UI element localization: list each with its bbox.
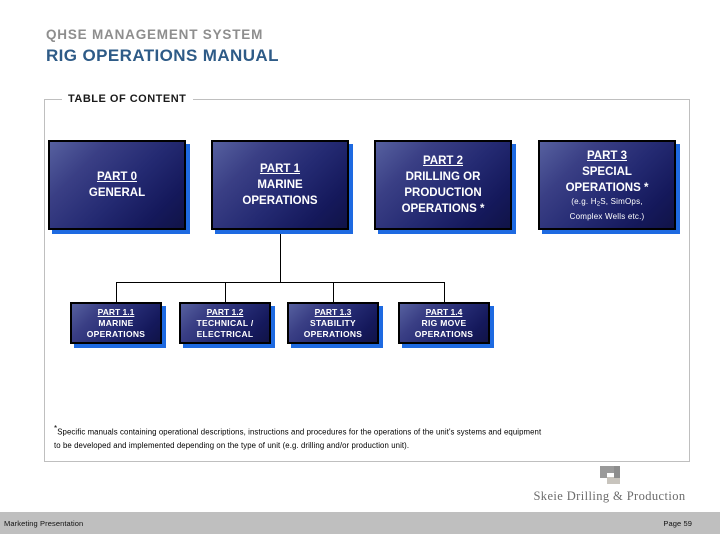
toc-node-part1[interactable]: PART 1 MARINE OPERATIONS: [211, 140, 349, 230]
toc-node-part1-2[interactable]: PART 1.2 TECHNICAL / ELECTRICAL: [179, 302, 271, 344]
footnote-marker: *: [54, 424, 58, 433]
toc-node-part1-line2: OPERATIONS: [242, 195, 318, 207]
toc-node-part1-title: PART 1: [259, 163, 301, 175]
footer-bar: Marketing Presentation Page 59: [0, 512, 720, 534]
toc-node-part1-3-line2: OPERATIONS: [303, 328, 363, 339]
toc-node-part1-1-line1: MARINE: [98, 317, 134, 328]
toc-node-part3-note-sub: 2: [596, 201, 601, 208]
toc-node-part0[interactable]: PART 0 GENERAL: [48, 140, 186, 230]
footer-label-left: Marketing Presentation: [4, 518, 84, 528]
connector-drop-part11: [116, 282, 117, 302]
toc-node-part1-2-line1: TECHNICAL /: [196, 317, 254, 328]
toc-node-part1-4-title: PART 1.4: [425, 306, 463, 317]
toc-node-part3-note-a: (e.g. H: [571, 197, 597, 207]
toc-node-part2-line3: OPERATIONS *: [401, 203, 485, 215]
brand-name: Skeie Drilling & Production: [533, 489, 686, 503]
toc-node-part1-3[interactable]: PART 1.3 STABILITY OPERATIONS: [287, 302, 379, 344]
footnote-line-2: to be developed and implemented dependin…: [54, 440, 410, 450]
toc-node-part2-line1: DRILLING OR: [405, 171, 481, 183]
connector-drop-part13: [333, 282, 334, 302]
connector-drop-part12: [225, 282, 226, 302]
header-block: QHSE MANAGEMENT SYSTEM RIG OPERATIONS MA…: [46, 26, 279, 67]
toc-node-part1-line1: MARINE: [257, 179, 303, 191]
toc-node-part1-3-title: PART 1.3: [314, 306, 352, 317]
footer-page-number: Page 59: [663, 518, 692, 528]
brand-block: Skeie Drilling & Production: [522, 466, 697, 504]
toc-node-part3-note-line2: Complex Wells etc.): [569, 211, 645, 221]
toc-node-part0-line1: GENERAL: [88, 187, 146, 199]
connector-part1-down: [280, 230, 281, 282]
logo-bar-right: [613, 466, 620, 478]
logo-bar-top: [599, 466, 620, 473]
system-title: QHSE MANAGEMENT SYSTEM: [46, 27, 264, 42]
toc-node-part2-line2: PRODUCTION: [404, 187, 482, 199]
toc-node-part1-4[interactable]: PART 1.4 RIG MOVE OPERATIONS: [398, 302, 490, 344]
toc-node-part1-3-line1: STABILITY: [310, 317, 356, 328]
toc-node-part3[interactable]: PART 3 SPECIAL OPERATIONS * (e.g. H2S, S…: [538, 140, 676, 230]
toc-node-part1-4-line2: OPERATIONS: [414, 328, 474, 339]
toc-node-part1-2-title: PART 1.2: [206, 306, 244, 317]
page-title: RIG OPERATIONS MANUAL: [46, 46, 279, 65]
toc-node-part1-1[interactable]: PART 1.1 MARINE OPERATIONS: [70, 302, 162, 344]
toc-node-part1-2-line2: ELECTRICAL: [196, 328, 254, 339]
logo-bar-left: [599, 473, 607, 478]
toc-node-part3-line2: OPERATIONS *: [565, 182, 649, 195]
toc-node-part2-title: PART 2: [422, 155, 464, 167]
connector-horizontal-bus: [116, 282, 445, 283]
logo-bar-bottom: [606, 477, 620, 484]
toc-node-part2[interactable]: PART 2 DRILLING OR PRODUCTION OPERATIONS…: [374, 140, 512, 230]
toc-node-part0-title: PART 0: [96, 171, 138, 183]
skeie-logo-icon: [597, 466, 623, 488]
toc-node-part3-note-line1: (e.g. H2S, SimOps,: [571, 196, 642, 210]
toc-node-part3-title: PART 3: [586, 150, 628, 163]
footnote: *Specific manuals containing operational…: [54, 422, 679, 452]
toc-node-part3-line1: SPECIAL: [582, 166, 632, 179]
connector-drop-part14: [444, 282, 445, 302]
footnote-text-1: Specific manuals containing operational …: [57, 427, 542, 437]
toc-node-part1-1-title: PART 1.1: [97, 306, 135, 317]
toc-node-part3-note-b: S, SimOps,: [600, 197, 643, 207]
footnote-line-1: *Specific manuals containing operational…: [54, 422, 679, 439]
toc-node-part1-1-line2: OPERATIONS: [86, 328, 146, 339]
table-of-content-group: [44, 99, 690, 462]
toc-node-part1-4-line1: RIG MOVE: [421, 317, 467, 328]
table-of-content-legend: TABLE OF CONTENT: [62, 91, 194, 107]
